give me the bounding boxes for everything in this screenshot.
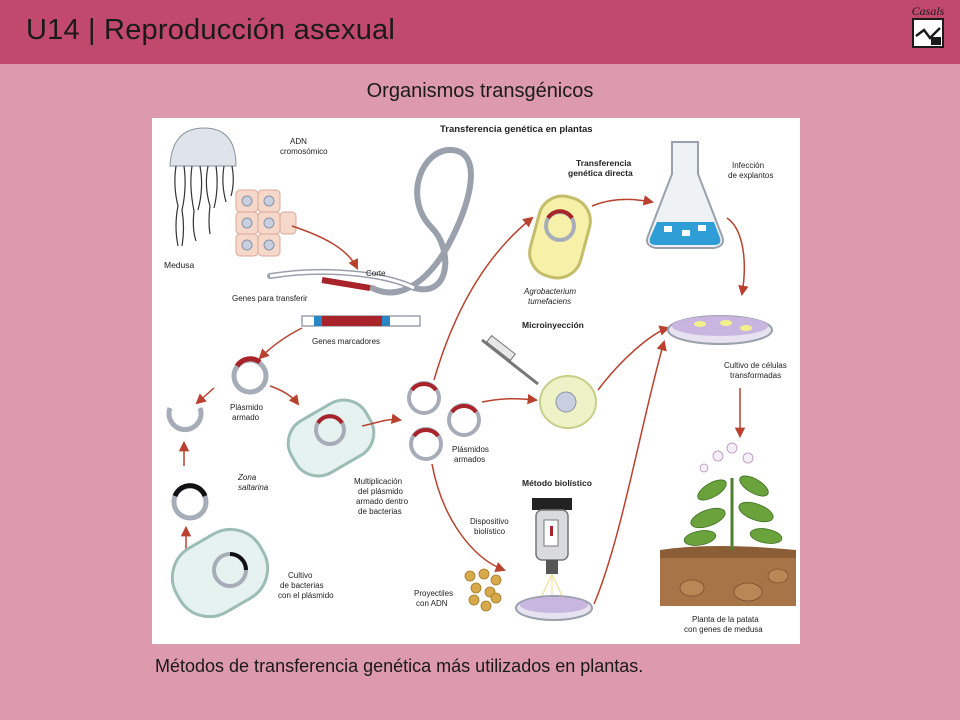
cultivo-celulas-label: Cultivo de células transformadas bbox=[724, 361, 789, 380]
arrow-bacteria-to-plasmids bbox=[361, 413, 403, 427]
transferencia-directa-label: Transferencia genética directa bbox=[568, 158, 634, 178]
proyectiles-label: Proyectiles con ADN bbox=[414, 589, 455, 608]
culture-plasmid-insert bbox=[229, 552, 248, 571]
flask-icon bbox=[646, 141, 724, 249]
multiplicacion-label: Multiplicación del plásmido armado dentr… bbox=[354, 477, 410, 516]
arrow-agro-to-flask bbox=[591, 195, 655, 207]
arrow-micro-to-culture bbox=[597, 325, 671, 391]
dispositivo-label: Dispositivo biolístico bbox=[470, 517, 511, 536]
egg-nucleus bbox=[555, 391, 577, 413]
arrow-genes-to-plasmid bbox=[258, 327, 303, 360]
arrow-flask-to-culture bbox=[726, 217, 749, 297]
arrow-cell-to-dna bbox=[291, 225, 358, 270]
adn-label: ADN cromosómico bbox=[280, 137, 328, 156]
diagram-title: Transferencia genética en plantas bbox=[440, 124, 593, 135]
zona-saltarina-label: Zona saltarina bbox=[237, 473, 269, 492]
header-bar: U14 | Reproducción asexual Casals bbox=[0, 0, 960, 64]
publisher-logo: Casals bbox=[908, 4, 948, 52]
agrobacterium-label: Agrobacterium tumefaciens bbox=[523, 287, 578, 306]
marker-genes-red bbox=[322, 316, 382, 326]
biolistic-device-icon bbox=[532, 498, 572, 574]
diagram-figure: Transferencia genética en plantas Medusa bbox=[152, 118, 800, 644]
medusa-label: Medusa bbox=[164, 260, 195, 270]
plasmid-armado-insert bbox=[234, 356, 262, 368]
infeccion-label: Infección de explantos bbox=[728, 161, 773, 180]
planta-label: Planta de la patata con genes de medusa bbox=[684, 615, 763, 634]
arrow-biolistic-to-culture bbox=[593, 339, 667, 605]
page-title: U14 | Reproducción asexual bbox=[26, 14, 396, 46]
metodo-biolistico-label: Método biolístico bbox=[522, 478, 592, 488]
marker-genes-blue-b bbox=[382, 316, 390, 326]
genes-transferir-label: Genes para transferir bbox=[232, 294, 308, 303]
cells-icon bbox=[235, 189, 297, 257]
logo-text: Casals bbox=[911, 4, 945, 18]
genes-marcadores-label: Genes marcadores bbox=[312, 337, 380, 346]
projectiles-icon bbox=[464, 568, 502, 612]
dna-cut-segment bbox=[321, 277, 371, 291]
arrow-plasmid-to-open bbox=[195, 387, 215, 405]
zona-saltarina-insert bbox=[172, 483, 208, 498]
agrobacterium-insert bbox=[546, 209, 574, 220]
plasmids-armados-cluster bbox=[407, 381, 481, 461]
figure-caption: Métodos de transferencia genética más ut… bbox=[155, 656, 644, 676]
jellyfish-icon bbox=[169, 127, 237, 247]
slide-subtitle: Organismos transgénicos bbox=[366, 80, 594, 102]
petri-culture-icon bbox=[667, 315, 773, 345]
cultivo-bacterias-label: Cultivo de bacterias con el plásmido bbox=[278, 571, 334, 600]
arrow-plasmid-to-bacteria bbox=[269, 385, 300, 406]
arrow-to-agrobacterium bbox=[433, 216, 534, 381]
marker-genes-blue-a bbox=[314, 316, 322, 326]
petri-biolistic-icon bbox=[515, 595, 593, 621]
logo-mark-icon bbox=[912, 18, 944, 48]
microinyeccion-label: Microinyección bbox=[522, 320, 584, 330]
syringe-icon bbox=[481, 334, 539, 386]
plasmido-armado-label: Plásmido armado bbox=[230, 403, 265, 422]
agrobacterium-cell bbox=[528, 194, 592, 280]
corte-label: Corte bbox=[366, 269, 386, 278]
dna-strand-inner bbox=[269, 270, 415, 290]
bacteria-culture-capsule bbox=[170, 527, 270, 619]
arrow-to-biolistic bbox=[431, 463, 506, 572]
multiplication-capsule bbox=[286, 398, 376, 478]
diagram-canvas: Transferencia genética en plantas Medusa bbox=[164, 124, 796, 634]
potato-plant-icon bbox=[660, 442, 796, 606]
plasmidos-armados-label: Plásmidos armados bbox=[452, 445, 491, 464]
open-plasmid-icon bbox=[166, 407, 204, 432]
multiplication-insert bbox=[316, 414, 344, 425]
arrow-to-microinjection bbox=[481, 393, 539, 405]
